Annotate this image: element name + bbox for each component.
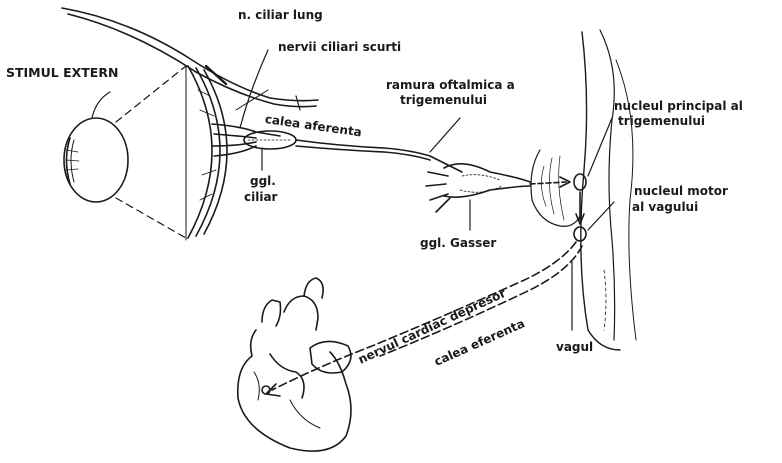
- ramura-oftalmica-pointer: [430, 118, 460, 152]
- afferent-arrow: [530, 182, 566, 184]
- nucleul-principal-pointer: [588, 118, 612, 176]
- vagul-label: vagul: [556, 340, 593, 354]
- ramura-oftalmica-label-line2: trigemenului: [400, 93, 487, 107]
- stimul-extern-label: STIMUL EXTERN: [6, 66, 118, 80]
- long-ciliary-nerve: [62, 8, 318, 110]
- ggl-gasser-label: ggl. Gasser: [420, 236, 496, 250]
- ggl-ciliar-label-line1: ggl.: [250, 174, 276, 188]
- n-ciliar-lung-label: n. ciliar lung: [238, 8, 323, 22]
- eyeball-drawing: [64, 92, 128, 202]
- nucleul-principal-label-line2: trigemenului: [618, 114, 705, 128]
- nucleul-motor-label-line2: al vagului: [632, 200, 698, 214]
- magnification-lines: [116, 66, 186, 238]
- heart-drawing: [238, 278, 351, 451]
- nervii-ciliari-scurti-label: nervii ciliari scurti: [278, 40, 401, 54]
- brainstem-drawing: [531, 30, 636, 350]
- nucleul-principal-label-line1: nucleul principal al: [614, 99, 743, 113]
- trigeminal-principal-nucleus: [574, 174, 586, 190]
- vagus-motor-nucleus: [574, 227, 586, 241]
- enlarged-eye-section: [186, 66, 227, 240]
- gasser-ganglion-shape: [426, 164, 530, 230]
- nucleul-motor-label-line1: nucleul motor: [634, 184, 728, 198]
- ramura-oftalmica-label-line1: ramura oftalmica a: [386, 78, 515, 92]
- ggl-ciliar-label-line2: ciliar: [244, 190, 277, 204]
